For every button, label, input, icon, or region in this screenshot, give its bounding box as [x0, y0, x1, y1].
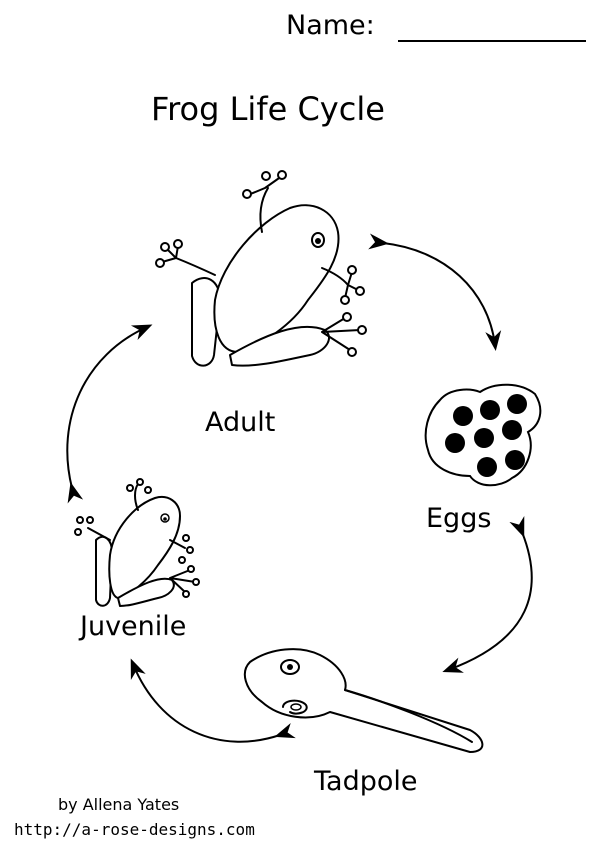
stage-label-tadpole: Tadpole [314, 766, 418, 797]
arrow-tadpole-to-juvenile [130, 658, 296, 743]
cycle-arrow-icon [66, 233, 533, 743]
stage-label-juvenile: Juvenile [80, 611, 187, 642]
adult-frog-icon [155, 170, 367, 367]
eggs-icon [424, 383, 542, 487]
arrow-adult-to-eggs [368, 233, 502, 351]
stage-label-adult: Adult [205, 407, 276, 438]
arrow-eggs-to-tadpole [442, 516, 533, 673]
name-blank-line[interactable] [398, 40, 586, 42]
author-credit: by Allena Yates [58, 795, 180, 814]
arrow-juvenile-to-adult [66, 324, 153, 504]
name-label: Name: [286, 10, 375, 41]
website-link[interactable]: http://a-rose-designs.com [14, 820, 255, 839]
stage-label-eggs: Eggs [426, 503, 492, 534]
tadpole-icon [243, 648, 484, 753]
juvenile-frog-icon [74, 478, 200, 607]
page-title: Frog Life Cycle [151, 90, 385, 128]
